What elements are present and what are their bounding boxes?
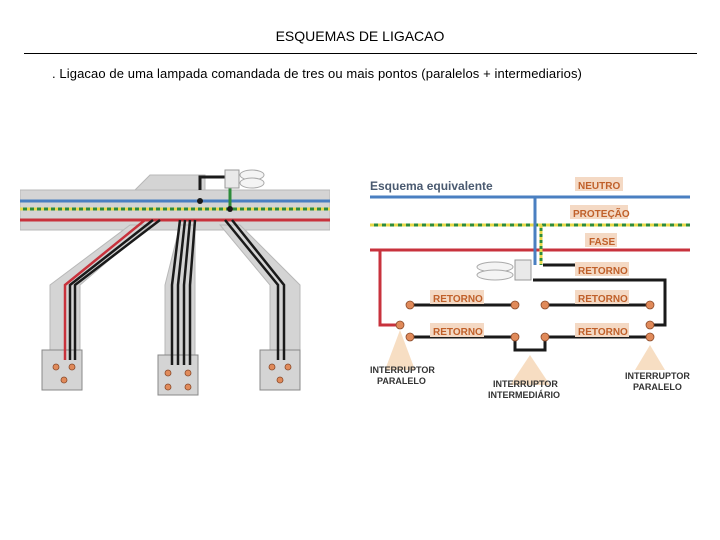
title-divider xyxy=(24,53,697,54)
caption-paralelo-left-2: PARALELO xyxy=(377,376,426,386)
label-retorno-1: RETORNO xyxy=(433,294,483,305)
scheme-title: Esquema equivalente xyxy=(370,179,493,193)
label-protecao: PROTEÇÃO xyxy=(573,207,630,220)
label-fase: FASE xyxy=(589,237,615,248)
caption-paralelo-left-1: INTERRUPTOR xyxy=(370,365,435,375)
caption-paralelo-right-1: INTERRUPTOR xyxy=(625,371,690,381)
caption-intermediario-2: INTERMEDIÁRIO xyxy=(488,390,560,400)
page-title: ESQUEMAS DE LIGACAO xyxy=(275,28,445,44)
installation-illustration xyxy=(20,169,330,396)
switch-box-right xyxy=(259,349,301,391)
label-retorno-3: RETORNO xyxy=(433,327,483,338)
caption-paralelo-right-2: PARALELO xyxy=(633,382,682,392)
label-retorno-top: RETORNO xyxy=(578,266,628,277)
lamp-icon xyxy=(476,259,532,281)
lamp-icon xyxy=(224,169,265,189)
label-retorno-2: RETORNO xyxy=(578,294,628,305)
label-retorno-4: RETORNO xyxy=(578,327,628,338)
caption-intermediario-1: INTERRUPTOR xyxy=(493,379,558,389)
page-subtitle: . Ligacao de uma lampada comandada de tr… xyxy=(52,66,582,81)
equivalent-schematic: Esquema equivalente NEUTRO PROTEÇÃO FASE… xyxy=(370,177,690,400)
label-neutro: NEUTRO xyxy=(578,181,620,192)
